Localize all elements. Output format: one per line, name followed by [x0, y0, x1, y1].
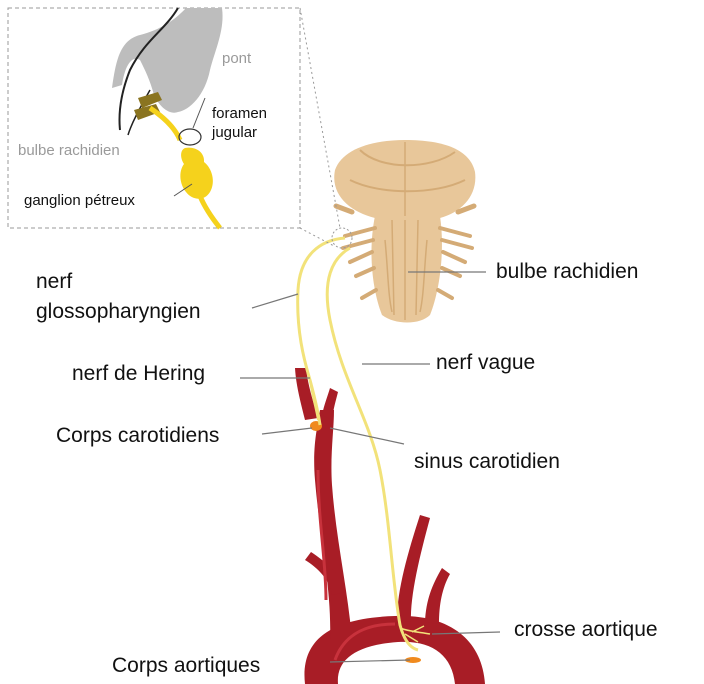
inset: [8, 8, 340, 246]
label-nerf-de-hering: nerf de Hering: [72, 362, 205, 386]
inset-label-bulbe-rachidien: bulbe rachidien: [18, 142, 120, 159]
arterial-tree: [295, 368, 485, 684]
medulla: [371, 216, 441, 323]
label-crosse-aortique: crosse aortique: [514, 618, 658, 642]
label-corps-carotidiens: Corps carotidiens: [56, 424, 219, 448]
inset-label-foramen-line2: jugular: [212, 124, 257, 141]
external-carotid-artery: [322, 388, 338, 420]
label-sinus-carotidien: sinus carotidien: [414, 450, 560, 474]
inset-label-pont: pont: [222, 50, 251, 67]
inset-label-ganglion-petreux: ganglion pétreux: [24, 192, 135, 209]
label-corps-aortiques: Corps aortiques: [112, 654, 260, 678]
brainstem: [334, 140, 475, 323]
label-nerf-glosso-line2: glossopharyngien: [36, 300, 201, 324]
left-subclavian-artery: [425, 568, 450, 624]
inset-label-foramen-line1: foramen: [212, 105, 267, 122]
left-carotid-artery: [397, 515, 430, 622]
label-nerf-glosso-line1: nerf: [36, 270, 72, 294]
label-bulbe-rachidien: bulbe rachidien: [496, 260, 638, 284]
label-nerf-vague: nerf vague: [436, 351, 535, 375]
